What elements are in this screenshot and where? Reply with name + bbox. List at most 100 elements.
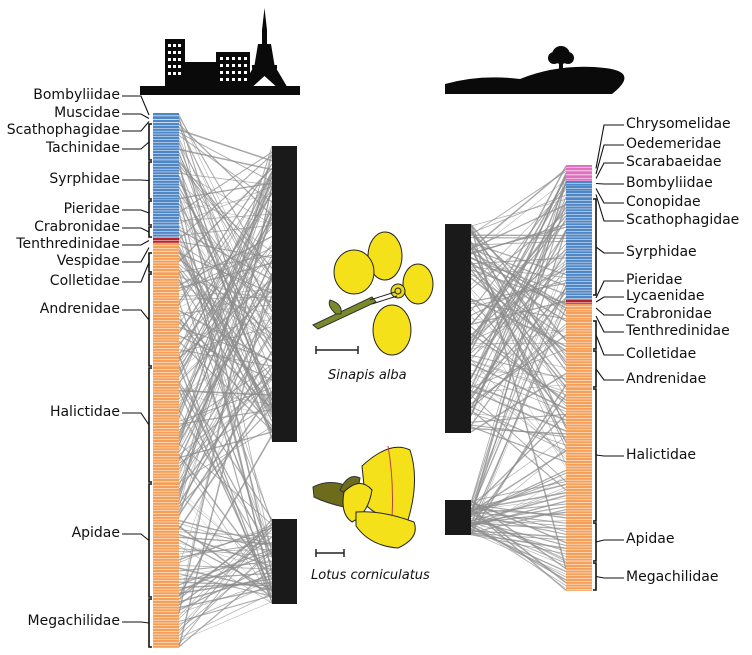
left-interaction-link [178,176,273,306]
right-family-leader-line [595,334,624,356]
left-pollinator-species-bar [153,505,179,508]
left-pollinator-species-bar [153,403,179,406]
right-pollinator-species-bar [566,212,592,215]
right-pollinator-species-bar [566,410,592,413]
right-family-bracket [593,388,597,522]
right-family-leader-line [595,194,624,222]
left-pollinator-species-bar [153,238,179,241]
left-pollinator-species-bar [153,595,179,598]
right-pollinator-species-bar [566,452,592,455]
left-pollinator-species-bar [153,539,179,542]
right-pollinator-species-bar [566,176,592,179]
left-family-leader-line [122,113,150,119]
left-pollinator-species-bar [153,536,179,539]
left-interaction-link [178,592,273,639]
left-interaction-link [178,181,273,311]
left-pollinator-species-bar [153,243,179,246]
left-family-leader-line [122,262,150,283]
right-interaction-link [470,372,567,412]
right-pollinator-species-bar [566,198,592,201]
left-pollinator-species-bar [153,145,179,148]
left-interaction-link [178,272,273,647]
left-family-leader-line [122,240,150,246]
right-pollinator-species-bar [566,430,592,433]
left-pollinator-species-bar [153,626,179,629]
right-pollinator-species-bar [566,570,592,573]
left-pollinator-species-bar [153,177,179,181]
right-pollinator-species-bar [566,320,592,323]
right-interaction-link [470,288,567,390]
right-pollinator-species-bar [566,304,592,307]
left-interaction-link [178,373,273,516]
left-pollinator-species-bar [153,541,179,545]
right-family-leader-line [595,307,624,316]
urban-family-brackets [122,95,152,648]
left-family-bracket [148,252,152,273]
left-pollinator-species-bar [153,345,179,349]
left-pollinator-species-bar [153,451,179,454]
left-pollinator-species-bar [153,309,179,312]
left-pollinator-species-bar [153,329,179,332]
left-pollinator-species-bar [153,522,179,525]
left-interaction-link [178,163,273,303]
right-interaction-link [470,204,567,250]
right-pollinator-species-bar [566,402,592,405]
urban-family-label: Muscidae [54,105,120,121]
left-interaction-link [178,333,273,485]
urban-family-label: Syrphidae [49,171,120,187]
left-family-bracket [148,483,152,598]
left-interaction-link [178,434,273,597]
left-pollinator-species-bar [153,315,179,318]
species-label-sinapis: Sinapis alba [328,368,407,383]
left-pollinator-species-bar [153,266,179,269]
rural-family-label: Scathophagidae [626,212,740,228]
left-interaction-link [178,559,273,577]
right-pollinator-species-bar [566,561,592,562]
left-pollinator-species-bar [153,156,179,159]
right-interaction-link [470,242,567,276]
urban-family-label: Tachinidae [45,140,120,156]
left-interaction-link [178,519,273,617]
right-pollinator-species-bar [566,466,592,469]
right-interaction-link [470,525,567,586]
left-pollinator-species-bar [153,278,179,281]
left-pollinator-species-bar [153,252,179,255]
rural-family-label: Crabronidae [626,306,712,322]
left-pollinator-species-bar [153,395,179,398]
left-pollinator-species-bar [153,320,179,323]
left-pollinator-species-bar [153,481,179,483]
left-pollinator-species-bar [153,375,179,378]
right-pollinator-species-bar [566,174,592,176]
right-pollinator-species-bar [566,424,592,427]
left-family-leader-line [122,247,150,263]
left-pollinator-species-bar [153,606,179,609]
urban-family-label: Scathophagidae [6,122,120,138]
right-pollinator-species-bar [566,390,592,394]
left-interaction-link [178,379,273,467]
left-pollinator-species-bar [153,148,179,151]
right-pollinator-species-bar [566,226,592,229]
right-interaction-link [470,413,567,424]
right-pollinator-species-bar [566,460,592,464]
left-pollinator-species-bar [153,564,179,567]
rural-family-label: Chrysomelidae [626,116,731,132]
left-pollinator-species-bar [153,439,179,443]
right-interaction-link [470,241,567,398]
right-pollinator-species-bar [566,206,592,209]
right-pollinator-species-bar [566,328,592,331]
left-interaction-link [178,296,273,566]
right-interaction-link [470,511,567,524]
left-pollinator-species-bar [153,137,179,140]
right-pollinator-species-bar [566,203,592,206]
right-pollinator-species-bar [566,237,592,240]
left-pollinator-species-bar [153,348,179,351]
right-interaction-link [470,395,567,482]
right-interaction-link [470,513,567,562]
urban-family-label: Vespidae [56,253,120,269]
species-label-lotus: Lotus corniculatus [311,568,430,583]
left-interaction-link [178,340,273,432]
right-interaction-link [470,348,567,388]
right-interaction-link [470,266,567,278]
rural-family-brackets [593,124,624,591]
